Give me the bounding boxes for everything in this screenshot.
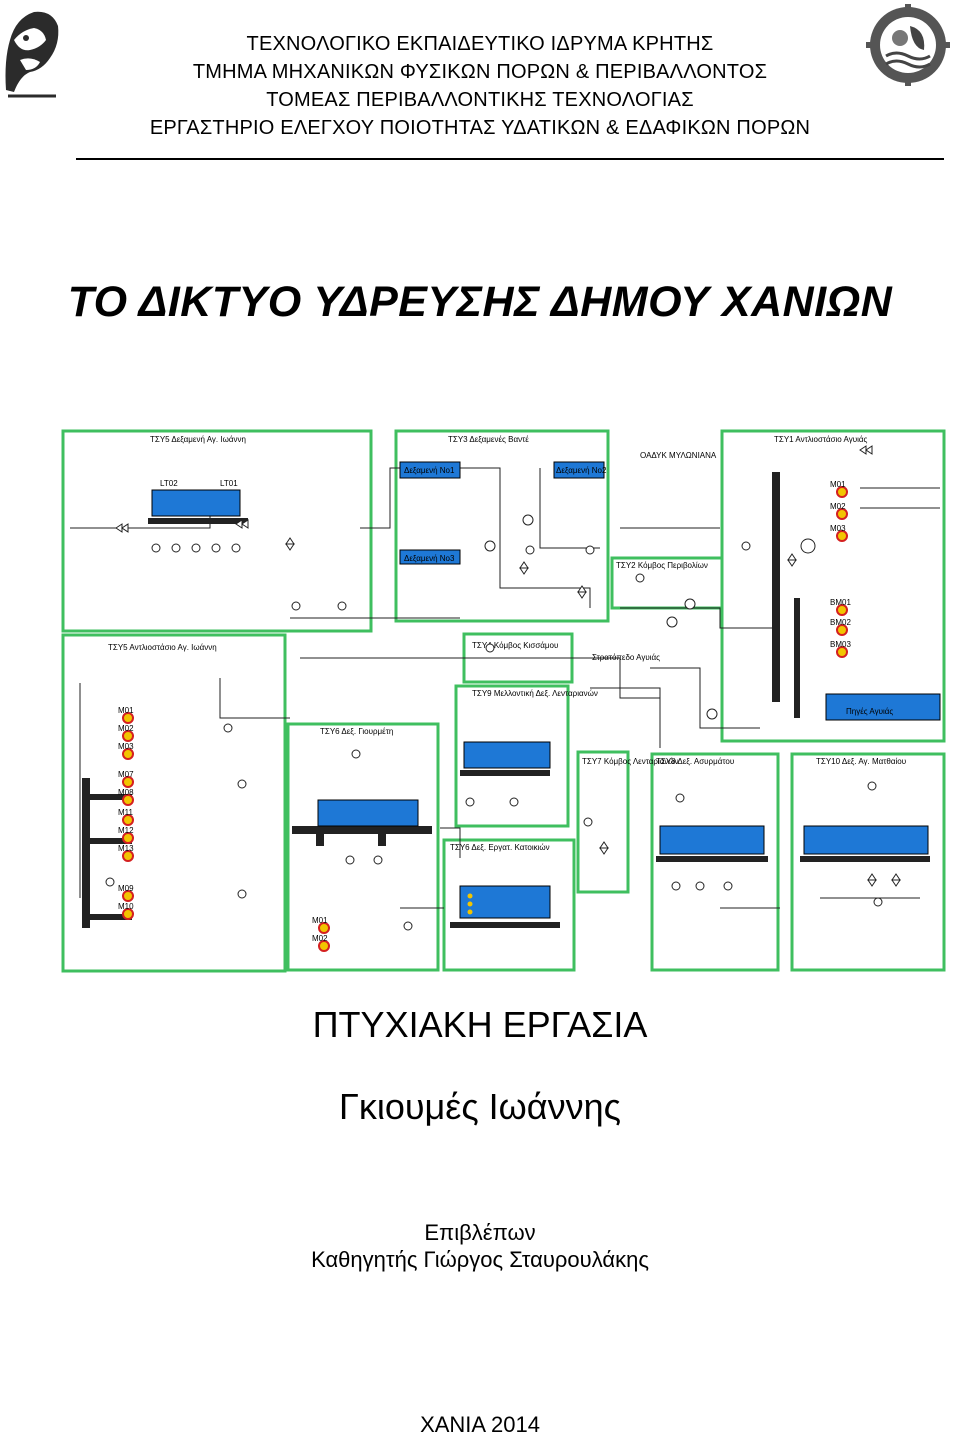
university-seal-logo xyxy=(0,0,64,104)
level-transmitter-label: LT01 xyxy=(220,479,238,488)
box-tsy3-tanks xyxy=(394,429,610,623)
oadyk-label: ΟΑΔΥΚ ΜΥΛΩΝΙΑΝΑ xyxy=(640,451,717,460)
motor-group xyxy=(122,486,848,952)
box-tsy5-pumping xyxy=(61,633,287,973)
water-tank xyxy=(803,825,929,855)
box-tsy7-node xyxy=(576,750,630,894)
label-tsy7-node: ΤΣΥ7 Κόμβος Λενταριανών xyxy=(582,757,679,766)
motor-label: M07 xyxy=(118,770,134,779)
label-tsy6-tank: ΤΣΥ6 Δεξ. Γιουρμέτη xyxy=(320,727,393,736)
tank-label: Δεξαμενή No3 xyxy=(404,554,455,563)
water-tank xyxy=(317,799,419,827)
label-tsy9-tank: ΤΣΥ9 Μελλοντική Δεξ. Λενταριανών xyxy=(472,689,598,698)
motor-label: M02 xyxy=(312,934,328,943)
motor-label: M01 xyxy=(830,480,846,489)
motor-label: M08 xyxy=(118,788,134,797)
label-tsy1-pumping: ΤΣΥ1 Αντλιοστάσιο Αγυιάς xyxy=(774,435,868,444)
author-name: Γκιουμές Ιωάννης xyxy=(339,1086,621,1127)
tank-label: Δεξαμενή No1 xyxy=(404,466,455,475)
water-tank xyxy=(463,741,551,769)
water-tank xyxy=(659,825,765,855)
motor-label: M09 xyxy=(118,884,134,893)
motor-label: BM03 xyxy=(830,640,851,649)
water-network-diagram: ΤΣΥ5 Δεξαμενή Αγ. Ιωάννη ΤΣΥ3 Δεξαμενές … xyxy=(60,428,948,974)
header-divider xyxy=(76,158,944,160)
water-tank xyxy=(399,461,461,479)
box-tsy9-tank xyxy=(454,684,570,828)
motor-label: M11 xyxy=(118,808,134,817)
box-tsy6-workers xyxy=(442,838,576,972)
laboratory-name: ΕΡΓΑΣΤΗΡΙΟ ΕΛΕΓΧΟΥ ΠΟΙΟΤΗΤΑΣ ΥΔΑΤΙΚΩΝ & … xyxy=(149,117,811,139)
water-tank xyxy=(825,693,941,721)
institution-name: ΤΕΧΝΟΛΟΓΙΚΟ ΕΚΠΑΙΔΕΥΤΙΚΟ ΙΔΡΥΜΑ ΚΡΗΤΗΣ xyxy=(246,33,714,55)
motor-label: M03 xyxy=(830,524,846,533)
motor-label: M01 xyxy=(118,706,134,715)
thesis-label: ΠΤΥΧΙΑΚΗ ΕΡΓΑΣΙΑ xyxy=(312,1004,648,1045)
supervisor-label: Επιβλέπων xyxy=(424,1220,536,1245)
box-tsy10-tank xyxy=(790,752,946,972)
water-tank xyxy=(459,885,551,919)
label-tsy8-tank: ΤΣΥ8 Δεξ. Ασυρμάτου xyxy=(656,757,734,766)
water-tank xyxy=(399,549,461,565)
label-tsy10-tank: ΤΣΥ10 Δεξ. Αγ. Ματθαίου xyxy=(816,757,906,766)
label-tsy6-workers: ΤΣΥ6 Δεξ. Εργατ. Κατοικιών xyxy=(450,843,550,852)
label-tsy5-tank: ΤΣΥ5 Δεξαμενή Αγ. Ιωάννη xyxy=(150,435,246,444)
motor-label: BM02 xyxy=(830,618,851,627)
motor-label: M02 xyxy=(118,724,134,733)
motor-label: M01 xyxy=(312,916,328,925)
motor-label: M03 xyxy=(118,742,134,751)
tank-label: Δεξαμενή No2 xyxy=(556,466,607,475)
place-year: ΧΑΝΙΑ 2014 xyxy=(420,1412,540,1437)
supervisor-name: Καθηγητής Γιώργος Σταυρουλάκης xyxy=(311,1247,649,1272)
motor-label: M10 xyxy=(118,902,134,911)
department-logo xyxy=(866,4,950,86)
spring-label: Πηγές Αγυιάς xyxy=(846,707,893,716)
label-tsy4-node: ΤΣΥ4 Κόμβος Κισσάμου xyxy=(472,641,558,650)
level-transmitter-label: LT02 xyxy=(160,479,178,488)
motor-label: M13 xyxy=(118,844,134,853)
label-tsy3-tanks: ΤΣΥ3 Δεξαμενές Βαντέ xyxy=(448,435,529,444)
box-tsy8-tank xyxy=(650,752,780,972)
army-label: Στρατόπεδο Αγυιάς xyxy=(592,653,660,662)
motor-label: M12 xyxy=(118,826,134,835)
box-tsy5-tank xyxy=(61,429,373,633)
document-title: ΤΟ ΔΙΚΤΥΟ ΥΔΡΕΥΣΗΣ ΔΗΜΟΥ ΧΑΝΙΩΝ xyxy=(67,278,893,326)
motor-label: M02 xyxy=(830,502,846,511)
motor-label: BM01 xyxy=(830,598,851,607)
label-tsy2-node: ΤΣΥ2 Κόμβος Περιβολίων xyxy=(616,561,708,570)
water-tank xyxy=(151,489,241,517)
water-tank xyxy=(553,461,605,479)
sector-name: ΤΟΜΕΑΣ ΠΕΡΙΒΑΛΛΟΝΤΙΚΗΣ ΤΕΧΝΟΛΟΓΙΑΣ xyxy=(266,89,694,111)
department-name: ΤΜΗΜΑ ΜΗΧΑΝΙΚΩΝ ΦΥΣΙΚΩΝ ΠΟΡΩΝ & ΠΕΡΙΒΑΛΛ… xyxy=(192,61,768,83)
box-tsy6-tank xyxy=(286,722,440,972)
label-tsy5-pumping: ΤΣΥ5 Αντλιοστάσιο Αγ. Ιωάννη xyxy=(108,643,217,652)
